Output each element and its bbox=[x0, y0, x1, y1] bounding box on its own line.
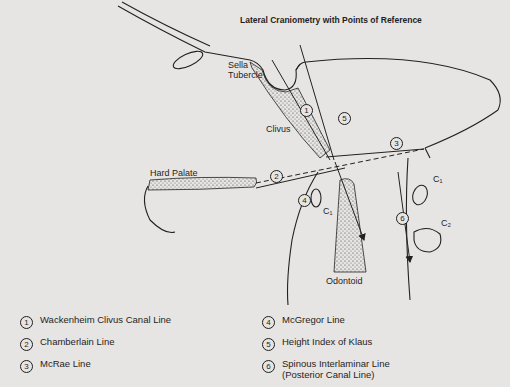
callout-number: 5 bbox=[338, 112, 351, 125]
legend-number: 4 bbox=[262, 316, 275, 329]
bone-label: Sella Tubercle bbox=[228, 60, 268, 81]
vertebra-label: C₂ bbox=[440, 218, 452, 228]
vertebra-label: C₁ bbox=[432, 174, 444, 184]
legend-number: 2 bbox=[20, 338, 33, 351]
legend-text: Chamberlain Line bbox=[40, 337, 114, 348]
legend-text: McGregor Line bbox=[282, 315, 345, 326]
legend-number: 5 bbox=[262, 338, 275, 351]
bone-label: Hard Palate bbox=[150, 168, 198, 178]
diagram-title: Lateral Craniometry with Points of Refer… bbox=[240, 16, 422, 26]
bone-label: Clivus bbox=[266, 124, 291, 134]
legend-number: 1 bbox=[20, 316, 33, 329]
legend-text: Wackenheim Clivus Canal Line bbox=[40, 315, 171, 326]
callout-number: 1 bbox=[300, 104, 313, 117]
callout-number: 3 bbox=[390, 137, 403, 150]
legend-text: Height Index of Klaus bbox=[282, 337, 372, 348]
callout-number: 4 bbox=[298, 194, 311, 207]
bone-label: Odontoid bbox=[326, 276, 363, 286]
legend-number: 3 bbox=[20, 360, 33, 373]
callout-number: 6 bbox=[396, 212, 409, 225]
legend-number: 6 bbox=[262, 360, 275, 373]
legend-text: Spinous Interlaminar Line (Posterior Can… bbox=[282, 359, 432, 381]
vertebra-label: C₁ bbox=[322, 206, 334, 216]
callout-number: 2 bbox=[270, 170, 283, 183]
legend-text: McRae Line bbox=[40, 359, 91, 370]
